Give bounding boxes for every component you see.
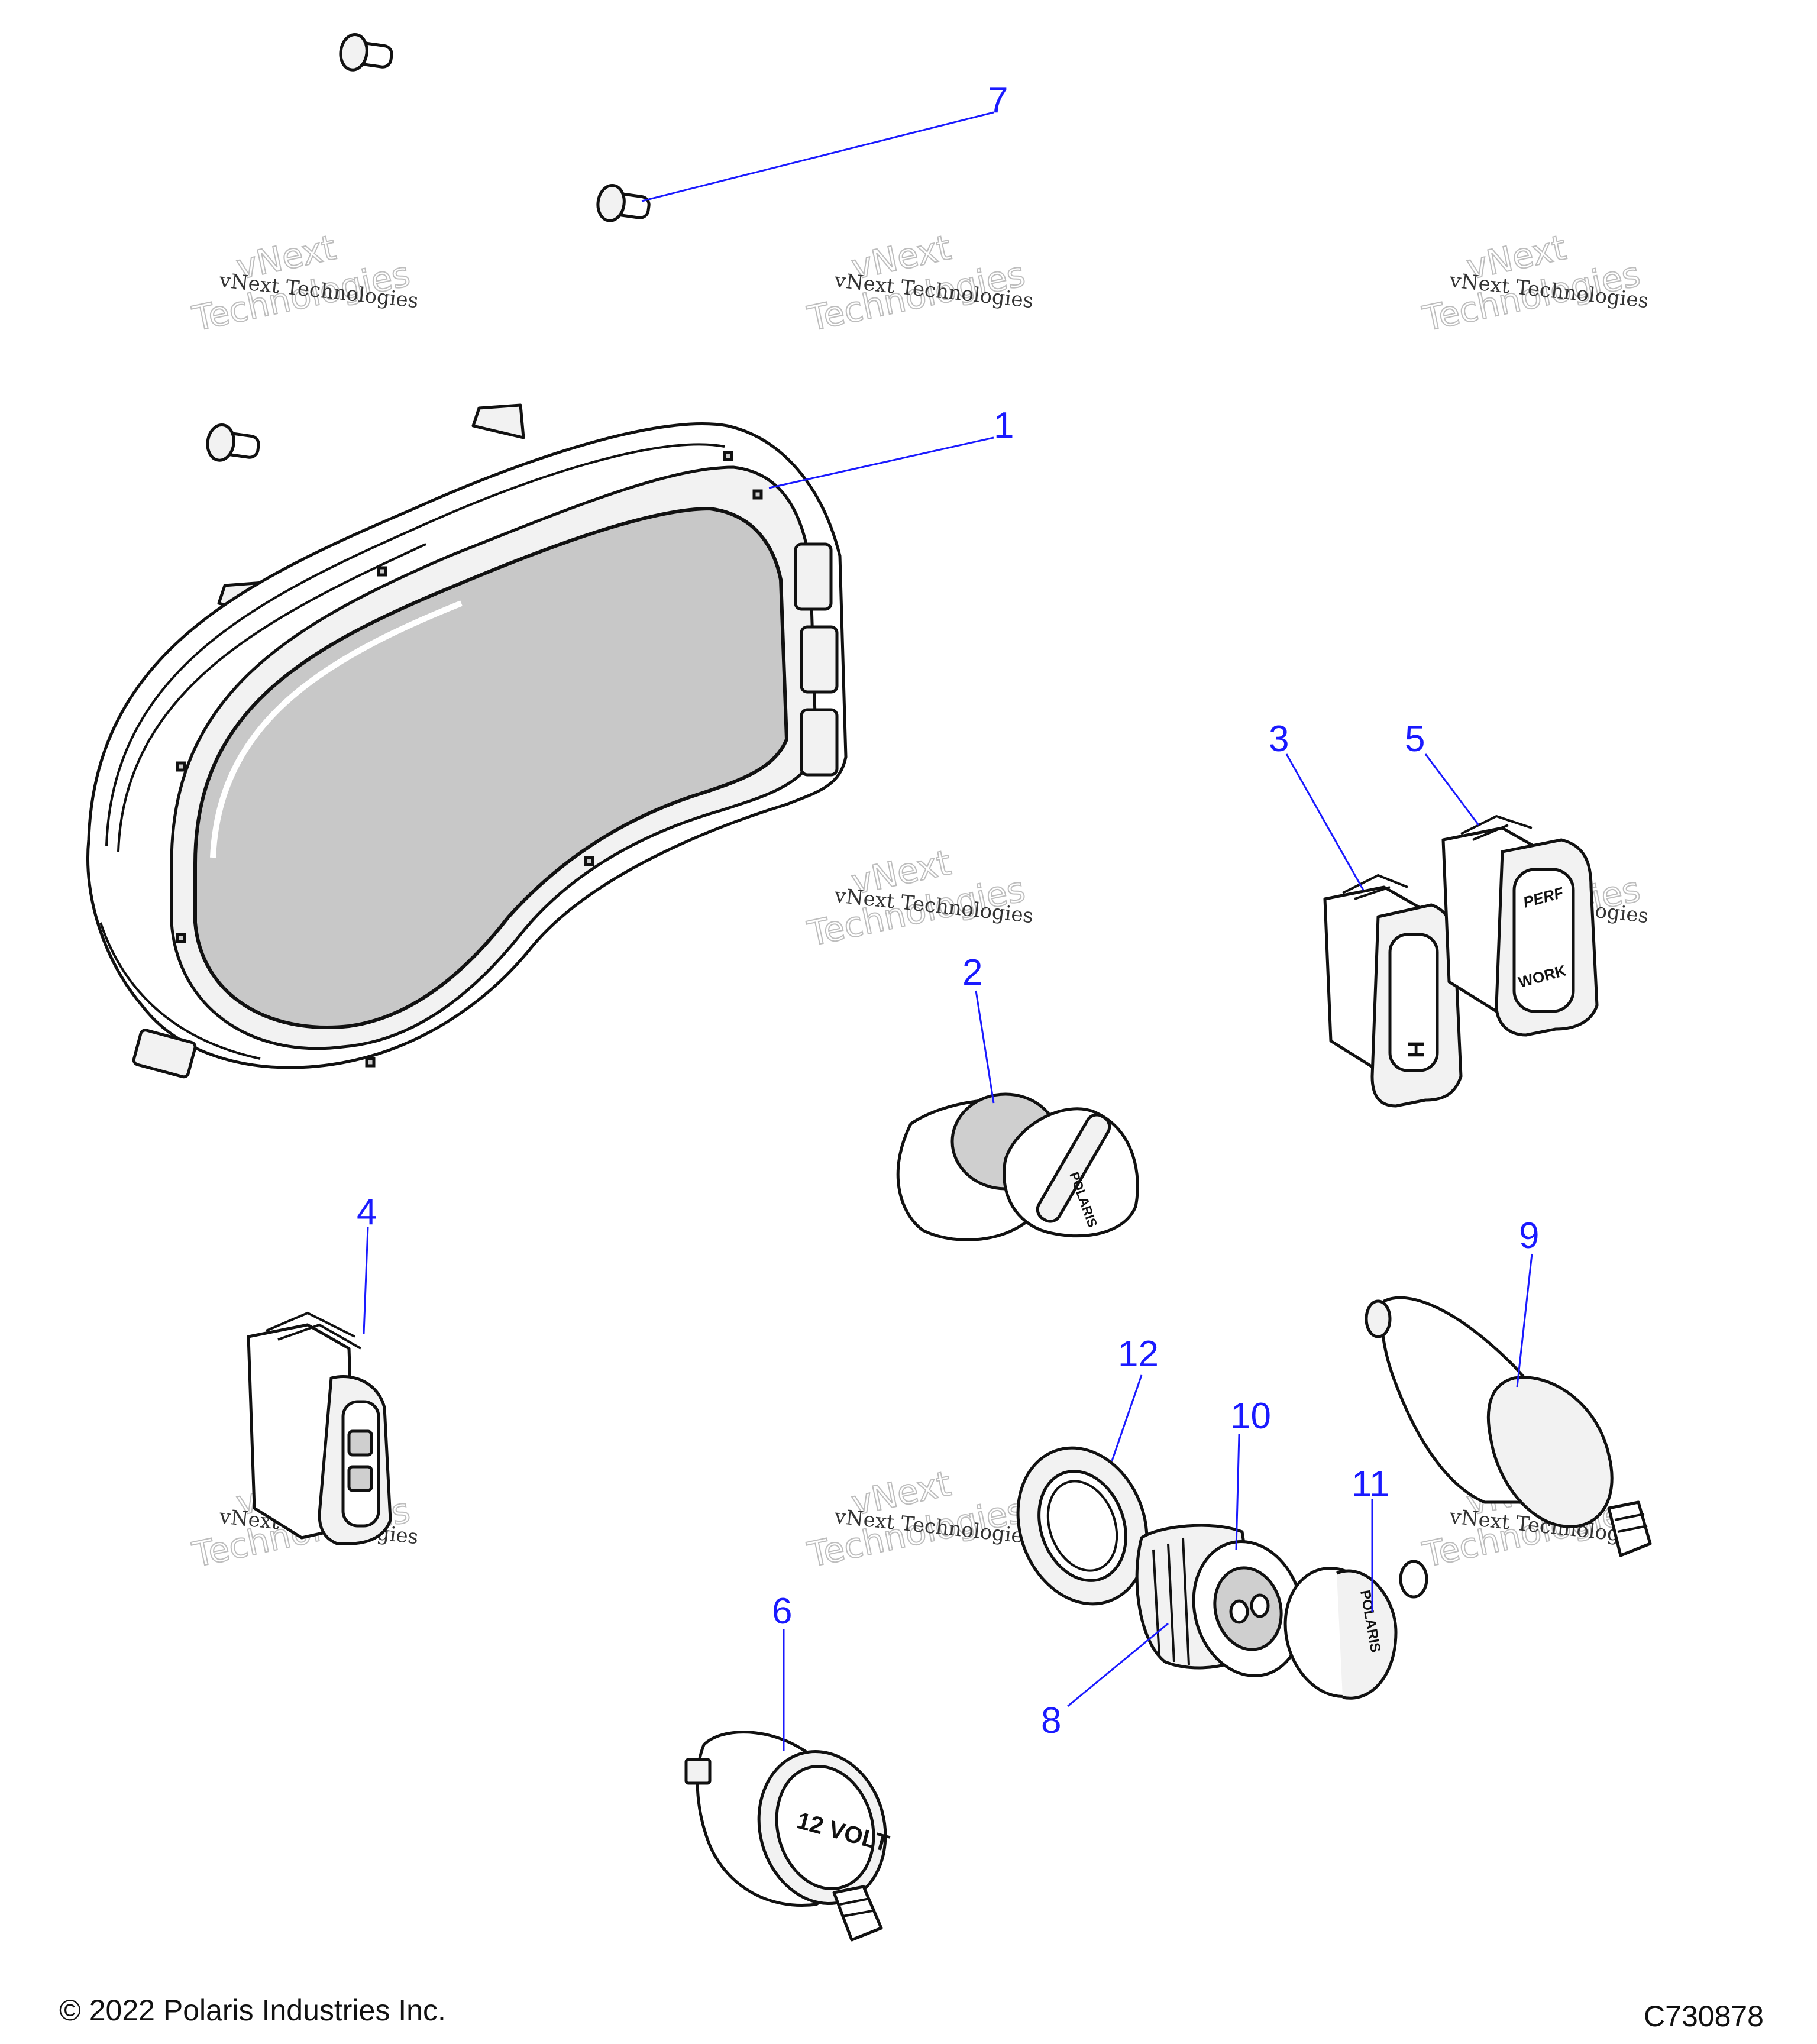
leader-lines	[363, 111, 1533, 1751]
lock-nut-part-12	[1016, 1446, 1149, 1606]
leader-2	[975, 990, 995, 1104]
usb-socket-part-9	[1365, 1296, 1652, 1557]
callout-9: 9	[1519, 1215, 1539, 1256]
screw	[596, 183, 651, 222]
callout-2: 2	[962, 952, 982, 993]
instrument-cluster-part-1	[86, 403, 848, 1079]
ignition-switch-part-2: POLARIS	[896, 1092, 1139, 1241]
screw	[206, 423, 260, 462]
drawing-code: C730878	[1644, 2000, 1764, 2033]
callout-1: 1	[994, 405, 1014, 446]
leader-12	[1111, 1374, 1143, 1461]
leader-1	[768, 436, 994, 489]
rocker-switch-part-5: PERF WORK	[1441, 814, 1599, 1037]
callout-7: 7	[988, 80, 1008, 121]
leader-7	[641, 111, 994, 202]
callout-10: 10	[1230, 1396, 1271, 1437]
leader-3	[1285, 753, 1365, 891]
callout-8: 8	[1041, 1700, 1061, 1741]
screw	[339, 33, 393, 72]
leader-9	[1516, 1253, 1533, 1388]
screw-part-7	[206, 33, 651, 462]
power-outlet-part-6: 12 VOLT	[684, 1731, 892, 1942]
callout-12: 12	[1118, 1334, 1159, 1374]
leader-10	[1235, 1434, 1240, 1550]
callout-labels: 7 1 3 5 2 4 9 12 10 11 8 6	[357, 80, 1539, 1741]
copyright-text: © 2022 Polaris Industries Inc.	[59, 1994, 446, 2027]
rocker-switch-part-3: H	[1323, 874, 1463, 1108]
callout-11: 11	[1352, 1464, 1389, 1505]
socket-cap-part-11: POLARIS	[1283, 1560, 1428, 1700]
callout-6: 6	[772, 1591, 792, 1632]
switch-symbol-text: H	[1402, 1041, 1428, 1058]
display-lens	[193, 506, 789, 1029]
callout-3: 3	[1269, 719, 1289, 759]
rocker-switch-part-4	[247, 1311, 392, 1545]
socket-body-part-10	[1135, 1524, 1304, 1677]
callout-4: 4	[357, 1192, 377, 1233]
leader-5	[1424, 753, 1480, 826]
leader-8	[1067, 1622, 1169, 1707]
leader-4	[363, 1227, 369, 1334]
callout-5: 5	[1405, 719, 1425, 759]
